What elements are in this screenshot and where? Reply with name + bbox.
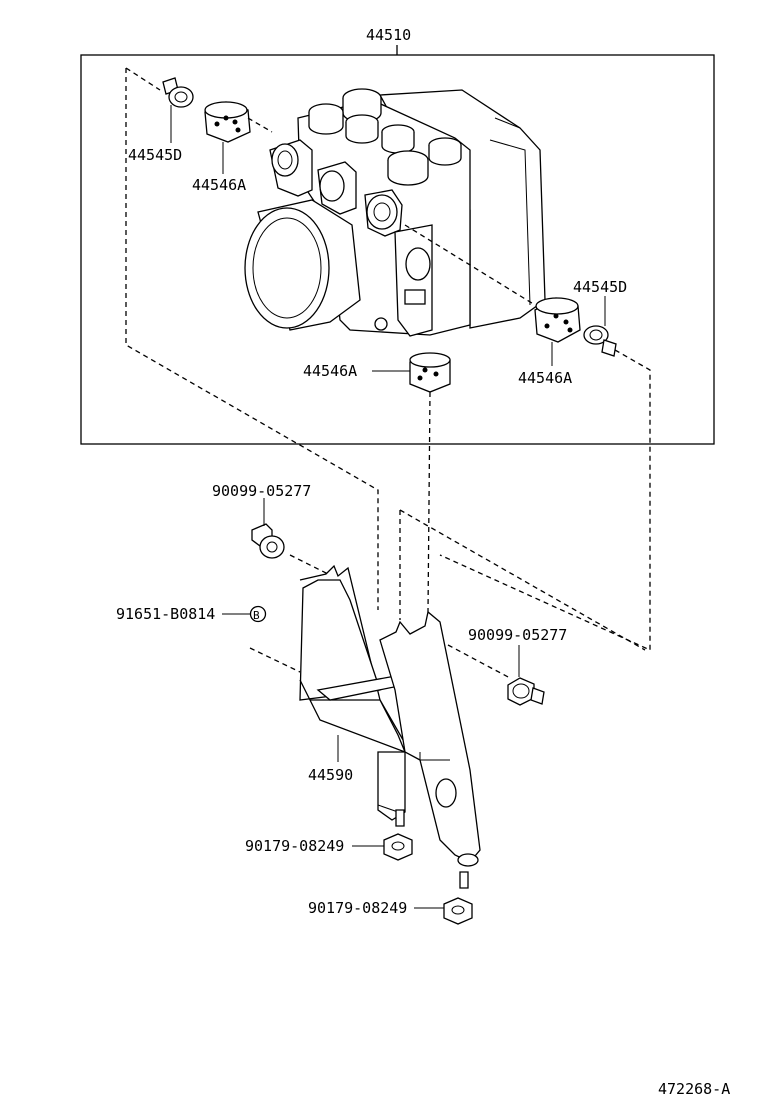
nut-upper (352, 833, 413, 861)
label-90179-08249-lower[interactable]: 90179-08249 (308, 899, 407, 917)
assembly-leaders (125, 67, 651, 679)
cushion-bottom (372, 352, 451, 393)
label-90099-05277-upper[interactable]: 90099-05277 (212, 482, 311, 500)
label-44590[interactable]: 44590 (308, 766, 353, 784)
label-44545d-upper[interactable]: 44545D (128, 146, 182, 164)
label-91651-b0814[interactable]: 91651-B0814 (116, 605, 215, 623)
label-44546a-bottom[interactable]: 44546A (303, 362, 357, 380)
ports (308, 88, 462, 186)
label-44546a-upper[interactable]: 44546A (192, 176, 246, 194)
cushion-upper (204, 101, 251, 174)
label-44545d-right[interactable]: 44545D (573, 278, 627, 296)
bolt-upper (251, 498, 285, 559)
cushion-right (534, 297, 581, 366)
damper-right (583, 296, 617, 357)
label-44546a-right[interactable]: 44546A (518, 369, 572, 387)
marker-b: B (253, 609, 260, 622)
damper-upper (162, 77, 194, 143)
bolt-right (507, 645, 545, 706)
nut-lower (414, 897, 473, 925)
motor-cover (244, 207, 330, 329)
label-44510[interactable]: 44510 (366, 26, 411, 44)
actuator-assembly (244, 88, 546, 337)
bracket-44590 (299, 564, 481, 867)
marker-b-circle (249, 605, 267, 623)
figure-number: 472268-A (658, 1080, 730, 1098)
label-90099-05277-right[interactable]: 90099-05277 (468, 626, 567, 644)
label-90179-08249-upper[interactable]: 90179-08249 (245, 837, 344, 855)
